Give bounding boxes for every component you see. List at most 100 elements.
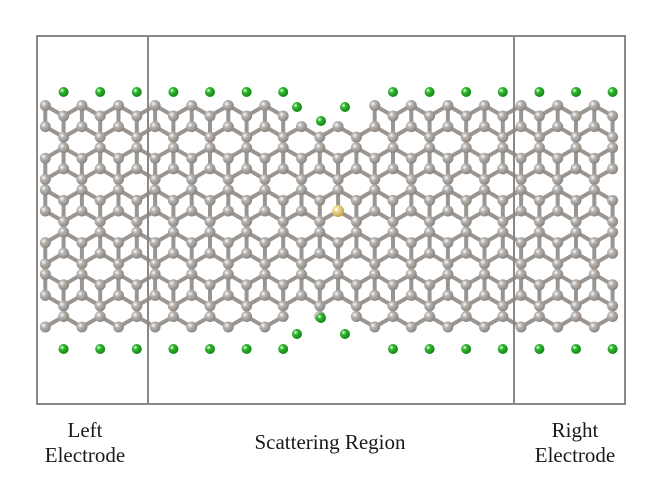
carbon-atom xyxy=(167,163,179,175)
hydrogen-atom xyxy=(340,329,350,339)
carbon-atom xyxy=(552,237,564,249)
carbon-atom xyxy=(113,152,124,164)
carbon-atom xyxy=(607,300,619,312)
carbon-atom xyxy=(350,194,362,206)
carbon-atom xyxy=(552,268,564,280)
carbon-atom xyxy=(332,258,344,270)
carbon-atom xyxy=(241,131,253,143)
hydrogen-atom xyxy=(241,344,252,354)
carbon-atom xyxy=(350,279,362,291)
carbon-atom xyxy=(479,121,490,133)
carbon-atom xyxy=(424,216,436,227)
carbon-atom xyxy=(424,226,436,238)
carbon-atom xyxy=(186,184,198,196)
hydrogen-atom xyxy=(571,87,581,97)
hydrogen-atom xyxy=(278,344,289,354)
carbon-atom xyxy=(424,194,436,206)
carbon-atom xyxy=(479,184,490,196)
hydrogen-atom xyxy=(388,344,398,354)
carbon-atom xyxy=(442,258,454,270)
carbon-atom xyxy=(588,321,600,333)
hydrogen-atom xyxy=(340,102,350,112)
carbon-atom xyxy=(186,289,198,301)
atom-layer xyxy=(39,87,619,354)
carbon-atom xyxy=(39,321,51,333)
carbon-atom xyxy=(186,173,198,185)
carbon-atom xyxy=(479,321,490,333)
carbon-atom xyxy=(515,237,527,249)
carbon-atom xyxy=(387,226,399,238)
carbon-atom xyxy=(76,258,88,270)
carbon-atom xyxy=(113,173,124,185)
carbon-atom xyxy=(241,194,253,206)
carbon-atom xyxy=(39,289,51,301)
carbon-atom xyxy=(369,152,381,164)
carbon-atom xyxy=(479,100,490,111)
carbon-atom xyxy=(369,258,381,270)
carbon-atom xyxy=(241,110,253,122)
carbon-atom xyxy=(149,152,161,164)
carbon-atom xyxy=(387,131,399,143)
carbon-atom xyxy=(552,289,564,301)
hydrogen-atom xyxy=(461,87,472,97)
carbon-atom xyxy=(588,121,600,133)
carbon-atom xyxy=(222,184,234,196)
bond-layer xyxy=(43,103,615,329)
carbon-atom xyxy=(515,258,527,270)
carbon-atom xyxy=(460,110,472,122)
carbon-atom xyxy=(204,216,216,227)
hydrogen-atom xyxy=(58,87,69,97)
carbon-atom xyxy=(296,121,307,133)
carbon-atom xyxy=(186,321,198,333)
carbon-atom xyxy=(515,152,527,164)
carbon-atom xyxy=(332,268,344,280)
carbon-atom xyxy=(314,131,326,143)
carbon-atom xyxy=(479,289,490,301)
dopant-atom xyxy=(332,205,345,217)
carbon-atom xyxy=(442,121,454,133)
carbon-atom xyxy=(332,184,344,196)
carbon-atom xyxy=(259,268,271,280)
carbon-atom xyxy=(350,226,362,238)
carbon-atom xyxy=(186,268,198,280)
carbon-atom xyxy=(259,100,271,111)
carbon-atom xyxy=(497,279,509,291)
carbon-atom xyxy=(588,289,600,301)
carbon-atom xyxy=(113,237,124,249)
carbon-atom xyxy=(314,216,326,227)
carbon-atom xyxy=(39,205,51,217)
carbon-atom xyxy=(350,216,362,227)
carbon-atom xyxy=(277,226,289,238)
hydrogen-atom xyxy=(205,87,215,97)
carbon-atom xyxy=(149,173,161,185)
carbon-atom xyxy=(497,131,509,143)
left-electrode-label-line1: Left xyxy=(67,418,103,442)
carbon-atom xyxy=(552,258,564,270)
carbon-atom xyxy=(552,321,564,333)
carbon-atom xyxy=(204,110,216,122)
carbon-atom xyxy=(570,110,582,122)
carbon-atom xyxy=(460,226,472,238)
carbon-atom xyxy=(607,131,619,143)
carbon-atom xyxy=(296,173,307,185)
carbon-atom xyxy=(350,142,362,154)
carbon-atom xyxy=(515,173,527,185)
carbon-atom xyxy=(277,247,289,259)
carbon-atom xyxy=(94,163,106,175)
carbon-atom xyxy=(607,247,619,259)
carbon-atom xyxy=(588,205,600,217)
carbon-atom xyxy=(607,311,619,322)
carbon-atom xyxy=(113,121,124,133)
carbon-atom xyxy=(296,184,307,196)
carbon-atom xyxy=(442,152,454,164)
carbon-atom xyxy=(167,216,179,227)
carbon-atom xyxy=(222,173,234,185)
carbon-atom xyxy=(277,216,289,227)
carbon-atom xyxy=(424,300,436,312)
carbon-atom xyxy=(460,131,472,143)
carbon-atom xyxy=(222,205,234,217)
carbon-atom xyxy=(350,163,362,175)
hydrogen-atom xyxy=(607,344,618,354)
carbon-atom xyxy=(515,268,527,280)
carbon-atom xyxy=(369,321,381,333)
